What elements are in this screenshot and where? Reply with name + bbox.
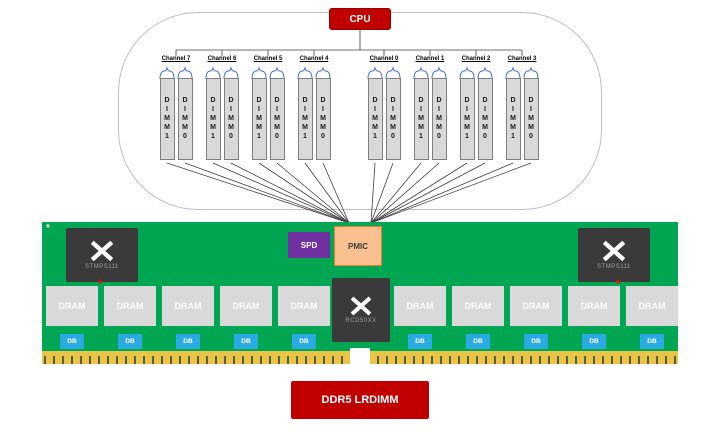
stmps-chip-left: STMPS111	[66, 228, 138, 282]
chip-label: STMPS111	[597, 264, 631, 270]
dimm-slot: DIMM1	[159, 78, 175, 160]
dimm-slot: DIMM0	[523, 78, 539, 160]
dimm-slot: DIMM0	[315, 78, 331, 160]
dram-chip: DRAM	[104, 286, 156, 326]
dram-chip: DRAM	[452, 286, 504, 326]
rcd-chip: RCD50XX	[332, 278, 390, 342]
data-buffer-chip: DB	[466, 334, 490, 349]
data-buffer-chip: DB	[408, 334, 432, 349]
data-buffer-chip: DB	[524, 334, 548, 349]
dimm-slot: DIMM1	[459, 78, 475, 160]
data-buffer-chip: DB	[234, 334, 258, 349]
cpu-box: CPU	[329, 8, 391, 30]
data-buffer-chip: DB	[176, 334, 200, 349]
dimm-slot: DIMM1	[251, 78, 267, 160]
data-buffer-chip: DB	[582, 334, 606, 349]
pmic-chip: PMIC	[334, 226, 382, 266]
channel-label: Channel 3	[507, 56, 537, 62]
dram-chip: DRAM	[220, 286, 272, 326]
dram-chip: DRAM	[626, 286, 678, 326]
dram-chip: DRAM	[46, 286, 98, 326]
dimm-slot: DIMM0	[269, 78, 285, 160]
dimm-slot: DIMM1	[205, 78, 221, 160]
dimm-slot: DIMM1	[413, 78, 429, 160]
dimm-slot: DIMM1	[505, 78, 521, 160]
dimm-slot: DIMM0	[177, 78, 193, 160]
note-marker-red: *	[616, 277, 621, 291]
dram-chip: DRAM	[394, 286, 446, 326]
data-buffer-chip: DB	[640, 334, 664, 349]
stmps-chip-right: STMPS111	[578, 228, 650, 282]
dram-chip: DRAM	[162, 286, 214, 326]
dimm-slot: DIMM1	[297, 78, 313, 160]
dimm-slot: DIMM0	[431, 78, 447, 160]
channel-label: Channel 2	[461, 56, 491, 62]
dram-chip: DRAM	[278, 286, 330, 326]
spd-chip: SPD	[288, 232, 330, 258]
channel-label: Channel 0	[369, 56, 399, 62]
note-marker-red: *	[98, 277, 103, 291]
diagram-title: DDR5 LRDIMM	[291, 381, 429, 419]
chip-x-logo-icon	[602, 240, 626, 262]
dram-chip: DRAM	[568, 286, 620, 326]
dimm-board: STMPS111 STMPS111 SPD PMIC RCD50XX * * *…	[42, 222, 680, 364]
dimm-slot: DIMM0	[477, 78, 493, 160]
data-buffer-chip: DB	[118, 334, 142, 349]
channel-label: Channel 5	[253, 56, 283, 62]
dimm-slot: DIMM0	[223, 78, 239, 160]
dram-chip: DRAM	[510, 286, 562, 326]
channel-label: Channel 6	[207, 56, 237, 62]
channel-label: Channel 7	[161, 56, 191, 62]
chip-x-logo-icon	[350, 296, 372, 316]
data-buffer-chip: DB	[292, 334, 316, 349]
channel-label: Channel 4	[299, 56, 329, 62]
dimm-slot: DIMM0	[385, 78, 401, 160]
connector-notch	[350, 348, 370, 364]
channel-label: Channel 1	[415, 56, 445, 62]
chip-label: RCD50XX	[345, 318, 377, 324]
dimm-slot: DIMM1	[367, 78, 383, 160]
chip-label: STMPS111	[85, 264, 119, 270]
data-buffer-chip: DB	[60, 334, 84, 349]
note-marker: *	[46, 223, 50, 234]
chip-x-logo-icon	[90, 240, 114, 262]
